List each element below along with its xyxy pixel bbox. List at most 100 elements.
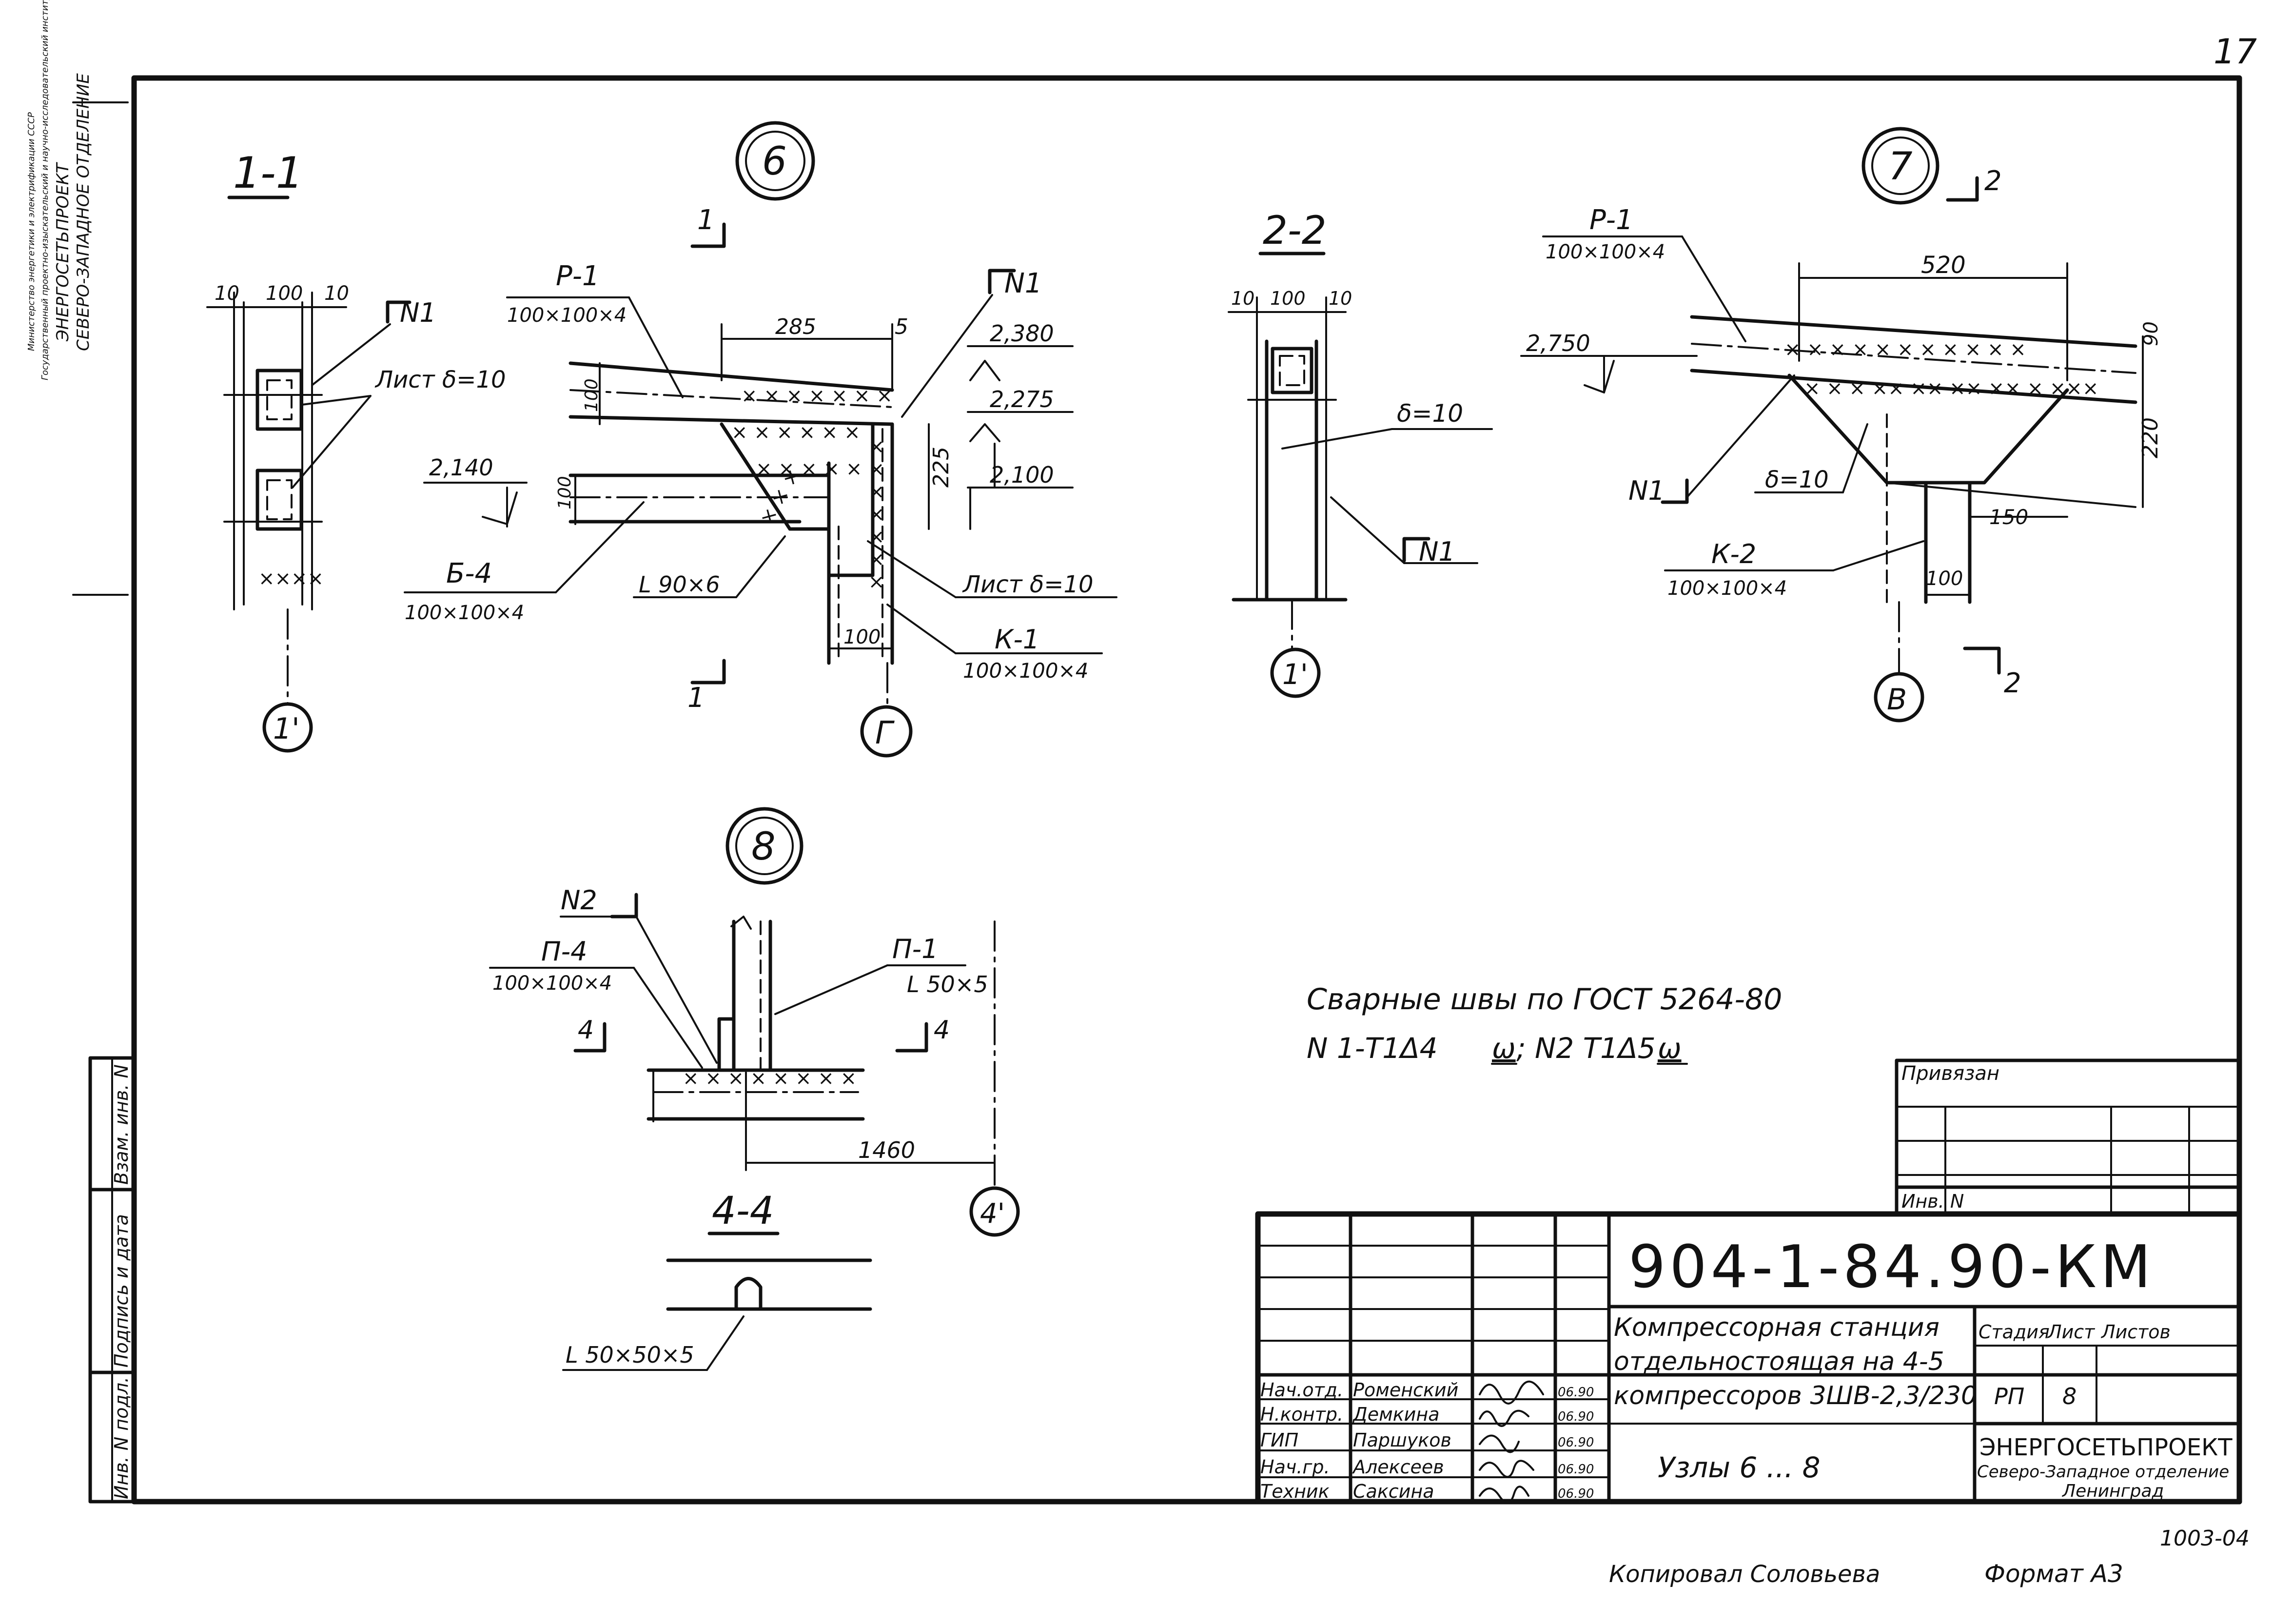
weld-note-line1: Сварные швы по ГОСТ 5264-80 — [1307, 982, 1782, 1017]
description-line3: компрессоров 3ШВ-2,3/230 — [1614, 1381, 1977, 1410]
svg-text:1460: 1460 — [858, 1137, 915, 1163]
svg-text:2,750: 2,750 — [1526, 330, 1590, 356]
svg-text:Саксина: Саксина — [1353, 1481, 1434, 1502]
svg-text:2: 2 — [1984, 165, 2002, 197]
svg-text:Лист δ=10: Лист δ=10 — [962, 571, 1094, 598]
axis-4-prime: 4' — [980, 1198, 1005, 1230]
svg-text:Министерство энергетики и элек: Министерство энергетики и электрификации… — [26, 112, 37, 351]
title-block: 904-1-84.90-КМ Компрессорная станция отд… — [1255, 1211, 2242, 1505]
svg-text:Алексеев: Алексеев — [1352, 1456, 1444, 1478]
node-6: 6 1 1 Р-1 100×100×4 100 285 5 × × × × × … — [404, 121, 1117, 758]
svg-text:Северо-Западное отделение: Северо-Западное отделение — [1977, 1462, 2229, 1482]
svg-text:2,100: 2,100 — [990, 462, 1054, 488]
svg-text:225: 225 — [929, 447, 954, 488]
svg-text:1: 1 — [697, 204, 715, 236]
svg-text:10: 10 — [215, 282, 239, 305]
svg-text:5: 5 — [895, 314, 908, 339]
svg-text:ГИП: ГИП — [1260, 1429, 1298, 1451]
svg-text:100: 100 — [555, 476, 575, 509]
svg-text:Нач.гр.: Нач.гр. — [1260, 1456, 1330, 1478]
svg-text:N1: N1 — [1004, 268, 1042, 299]
sheet-frame — [131, 75, 2242, 1505]
svg-text:2,275: 2,275 — [990, 386, 1054, 412]
svg-text:100×100×4: 100×100×4 — [963, 659, 1088, 683]
svg-text:10: 10 — [1231, 288, 1254, 309]
svg-text:δ=10: δ=10 — [1765, 466, 1829, 493]
svg-text:Р-1: Р-1 — [1589, 204, 1633, 236]
side-stamp: Министерство энергетики и электрификации… — [26, 0, 93, 380]
svg-text:N1: N1 — [400, 297, 436, 328]
svg-text:ω: ω — [1492, 1032, 1516, 1065]
svg-text:06.90: 06.90 — [1558, 1409, 1594, 1424]
svg-text:520: 520 — [1921, 252, 1966, 279]
copied-by: Копировал Соловьева — [1609, 1561, 1880, 1588]
svg-text:L 50×5: L 50×5 — [907, 971, 988, 998]
svg-text:× × × ×× ×× ×× ×× × ×××: × × × ×× ×× ×× ×× × ××× — [1804, 377, 2098, 400]
svg-text:06.90: 06.90 — [1558, 1385, 1594, 1400]
svg-text:П-4: П-4 — [541, 936, 587, 967]
svg-text:06.90: 06.90 — [1558, 1435, 1594, 1450]
axis-1-prime-a: 1' — [273, 712, 300, 746]
axis-v: В — [1887, 683, 1907, 717]
svg-text:2,140: 2,140 — [429, 454, 493, 481]
svg-text:90: 90 — [2140, 321, 2162, 346]
doc-code: 904-1-84.90-КМ — [1628, 1233, 2155, 1301]
svg-text:К-2: К-2 — [1711, 539, 1756, 569]
svg-text:100×100×4: 100×100×4 — [492, 972, 612, 995]
svg-text:06.90: 06.90 — [1558, 1462, 1594, 1477]
svg-text:L 90×6: L 90×6 — [639, 571, 720, 598]
svg-text:Инв. N: Инв. N — [1901, 1191, 1964, 1212]
svg-text:δ=10: δ=10 — [1397, 399, 1463, 428]
format-label: Формат А3 — [1984, 1560, 2123, 1588]
svg-text:100: 100 — [843, 626, 881, 648]
weld-notes: Сварные швы по ГОСТ 5264-80 N 1-Т1Δ4 ω ;… — [1307, 982, 1782, 1065]
node-8: 8 N2 П-4 100×100×4 П-1 L 50×5 4 4 × × × … — [489, 807, 1020, 1237]
svg-text:285: 285 — [775, 314, 816, 339]
section-4-4: 4-4 L 50×50×5 — [562, 1189, 872, 1371]
footer: 1003-04 Копировал Соловьева Формат А3 — [1609, 1526, 2250, 1588]
svg-text:П-1: П-1 — [892, 934, 938, 964]
svg-text:Н.контр.: Н.контр. — [1260, 1404, 1343, 1425]
node-8-number: 8 — [751, 825, 776, 869]
signature-scribbles — [1479, 1380, 1544, 1504]
svg-text:N1: N1 — [1419, 536, 1455, 567]
page-number: 17 — [2214, 32, 2257, 72]
svg-text:Листов: Листов — [2100, 1321, 2171, 1343]
svg-text:Техник: Техник — [1260, 1481, 1330, 1502]
svg-text:К-1: К-1 — [995, 624, 1039, 655]
svg-text:Привязан: Привязан — [1901, 1062, 1999, 1085]
svg-text:220: 220 — [2138, 417, 2163, 458]
svg-text:100×100×4: 100×100×4 — [1546, 241, 1665, 263]
svg-text:100×100×4: 100×100×4 — [1667, 577, 1787, 600]
svg-text:100×100×4: 100×100×4 — [405, 602, 524, 624]
svg-text:× × × × × × × × × × ×: × × × × × × × × × × × — [1784, 338, 2026, 361]
section-1-1: 1-1 10 100 10 ×××× N1 Лист δ=10 1' — [206, 148, 506, 753]
svg-text:Государственный проектно-изыск: Государственный проектно-изыскательский … — [40, 0, 50, 380]
svg-text:Ленинград: Ленинград — [2061, 1481, 2164, 1501]
section-2-2: 2-2 10 100 10 δ=10 N1 1' — [1228, 208, 1493, 698]
section-2-2-title: 2-2 — [1263, 208, 1327, 253]
svg-text:ω: ω — [1658, 1032, 1682, 1065]
strip-cell-signature-date: Подпись и дата — [111, 1214, 132, 1368]
section-1-1-title: 1-1 — [233, 148, 303, 198]
svg-text:100×100×4: 100×100×4 — [507, 304, 627, 327]
svg-text:10: 10 — [324, 282, 349, 305]
svg-text:Р-1: Р-1 — [556, 260, 600, 292]
svg-text:; N2 Т1Δ5: ; N2 Т1Δ5 — [1516, 1032, 1656, 1065]
svg-text:1: 1 — [687, 682, 705, 714]
svg-text:Паршуков: Паршуков — [1353, 1429, 1451, 1451]
svg-text:× × × × × ×: × × × × × × — [731, 421, 861, 444]
description-line1: Компрессорная станция — [1614, 1313, 1939, 1342]
svg-text:Роменский: Роменский — [1353, 1379, 1458, 1401]
svg-text:СЕВЕРО-ЗАПАДНОЕ ОТДЕЛЕНИЕ: СЕВЕРО-ЗАПАДНОЕ ОТДЕЛЕНИЕ — [74, 73, 93, 351]
node-7: 7 2 2 Р-1 100×100×4 × × × × × × × × × × … — [1520, 127, 2163, 723]
svg-text:××××: ×××× — [258, 567, 324, 590]
svg-text:L 50×50×5: L 50×50×5 — [566, 1342, 694, 1368]
svg-text:Стадия: Стадия — [1979, 1321, 2050, 1343]
axis-1-prime-b: 1' — [1282, 658, 1308, 691]
axis-g: Г — [875, 715, 895, 751]
svg-text:N2: N2 — [561, 885, 597, 916]
footer-code: 1003-04 — [2160, 1526, 2250, 1551]
svg-text:Нач.отд.: Нач.отд. — [1260, 1379, 1343, 1401]
